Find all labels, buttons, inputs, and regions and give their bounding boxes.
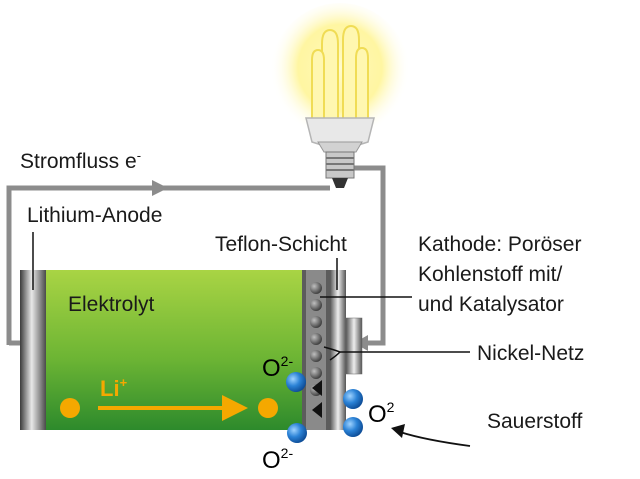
teflon-label: Teflon-Schicht xyxy=(215,233,347,256)
current-arrow-icon xyxy=(152,180,168,196)
current-label: Stromfluss e- xyxy=(20,148,141,173)
nickel-label: Nickel-Netz xyxy=(477,342,584,365)
anode-label: Lithium-Anode xyxy=(27,204,162,227)
circuit-wire xyxy=(6,165,386,351)
nickel-mesh xyxy=(345,317,363,375)
electrolyte-label: Elektrolyt xyxy=(68,293,155,316)
light-bulb-icon xyxy=(270,3,410,188)
oxygen-arrow xyxy=(399,431,471,447)
cathode-label-line2: Kohlenstoff mit/ xyxy=(418,263,563,286)
ion-arrow-icon xyxy=(312,380,322,396)
oxygen-molecule-label: O2 xyxy=(368,399,395,428)
oxygen-label: Sauerstoff xyxy=(487,410,583,433)
cathode-label-line1: Kathode: Poröser xyxy=(418,233,581,256)
ion-arrow-icon xyxy=(312,402,322,418)
cathode-label-line3: und Katalysator xyxy=(418,293,564,316)
oxygen-spheres xyxy=(286,372,363,443)
li-ion-arrow-icon xyxy=(222,395,248,421)
lithium-anode xyxy=(20,270,46,430)
oxygen-arrow-icon xyxy=(391,424,405,438)
teflon-layer xyxy=(330,270,346,430)
carbon-pores xyxy=(310,282,322,396)
lithium-ion-flow xyxy=(60,395,278,421)
callout-lines xyxy=(32,232,470,361)
lithium-ion-label: Li+ xyxy=(100,375,128,401)
oxide-ion-bottom-label: O2- xyxy=(262,445,293,474)
oxide-ion-top-label: O2- xyxy=(262,353,293,382)
